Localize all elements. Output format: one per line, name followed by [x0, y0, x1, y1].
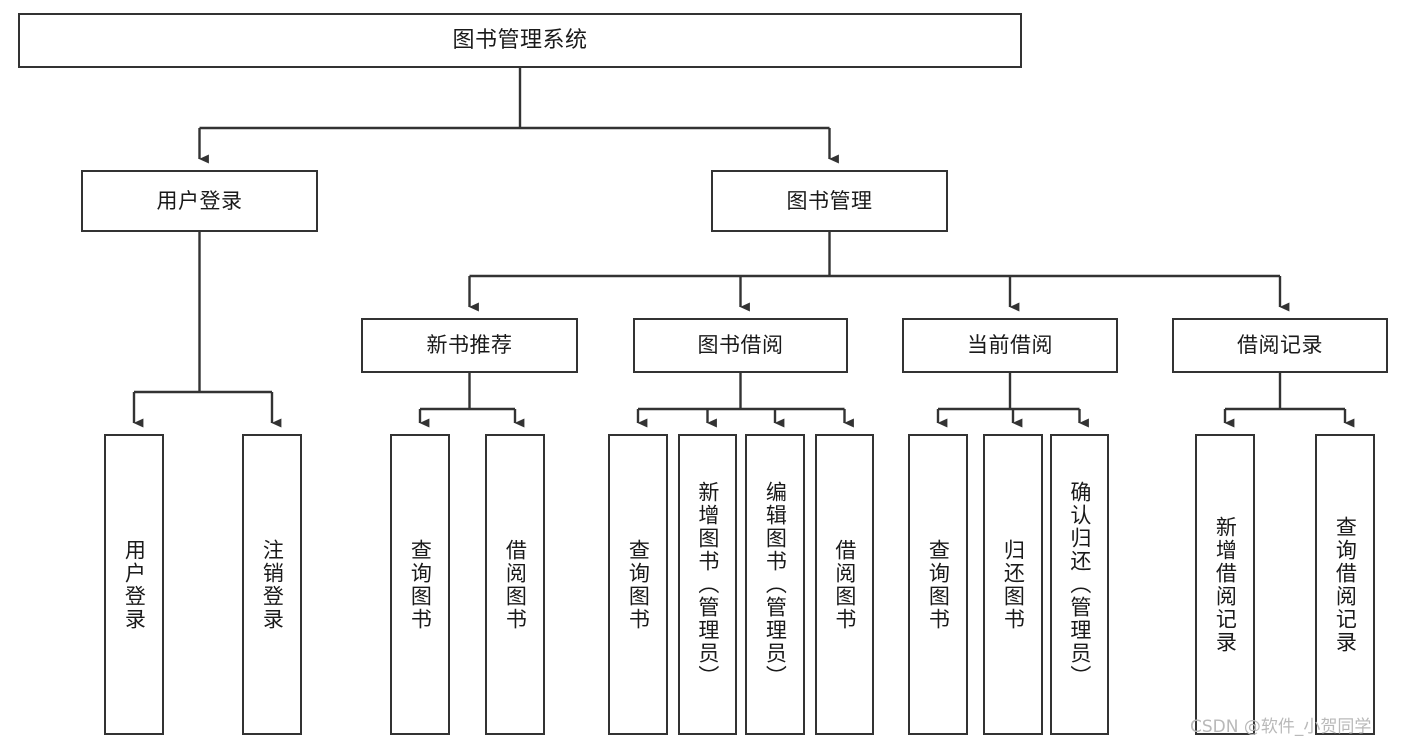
node-label: 新增图书（管理员）	[695, 481, 720, 688]
node-label: 当前借阅	[967, 333, 1053, 358]
node-leaf-8[interactable]: 查询图书	[908, 434, 968, 735]
connector-group	[132, 68, 1355, 428]
node-label: 用户登录	[156, 188, 243, 213]
node-leaf-1[interactable]: 注销登录	[242, 434, 302, 735]
node-label: 图书管理	[786, 188, 873, 213]
node-label: 图书借阅	[697, 333, 784, 358]
node-leaf-5[interactable]: 新增图书（管理员）	[678, 434, 737, 735]
node-leaf-10[interactable]: 确认归还（管理员）	[1050, 434, 1109, 735]
node-label: 查询借阅记录	[1333, 515, 1358, 654]
node-leaf-7[interactable]: 借阅图书	[815, 434, 874, 735]
node-level3-0[interactable]: 新书推荐	[361, 318, 578, 373]
node-label: 用户登录	[122, 538, 147, 631]
node-leaf-2[interactable]: 查询图书	[390, 434, 450, 735]
node-level2-0[interactable]: 用户登录	[81, 170, 318, 232]
node-label: 新书推荐	[426, 333, 513, 358]
node-label: 新增借阅记录	[1213, 515, 1238, 654]
node-label: 借阅图书	[503, 538, 528, 631]
node-label: 查询图书	[926, 538, 951, 631]
node-label: 图书管理系统	[452, 27, 588, 53]
node-leaf-4[interactable]: 查询图书	[608, 434, 668, 735]
node-leaf-11[interactable]: 新增借阅记录	[1195, 434, 1255, 735]
node-label: 注销登录	[260, 538, 285, 631]
node-label: 编辑图书（管理员）	[763, 481, 788, 688]
node-label: 查询图书	[626, 538, 651, 631]
node-leaf-3[interactable]: 借阅图书	[485, 434, 545, 735]
node-label: 借阅图书	[832, 538, 857, 631]
node-label: 归还图书	[1001, 538, 1026, 631]
node-leaf-12[interactable]: 查询借阅记录	[1315, 434, 1375, 735]
node-level2-1[interactable]: 图书管理	[711, 170, 948, 232]
node-level3-2[interactable]: 当前借阅	[902, 318, 1118, 373]
node-level3-3[interactable]: 借阅记录	[1172, 318, 1388, 373]
node-root[interactable]: 图书管理系统	[18, 13, 1022, 68]
node-leaf-0[interactable]: 用户登录	[104, 434, 164, 735]
node-leaf-6[interactable]: 编辑图书（管理员）	[745, 434, 805, 735]
node-level3-1[interactable]: 图书借阅	[633, 318, 848, 373]
node-label: 借阅记录	[1237, 333, 1323, 358]
node-leaf-9[interactable]: 归还图书	[983, 434, 1043, 735]
node-label: 确认归还（管理员）	[1067, 481, 1092, 688]
node-label: 查询图书	[408, 538, 433, 631]
